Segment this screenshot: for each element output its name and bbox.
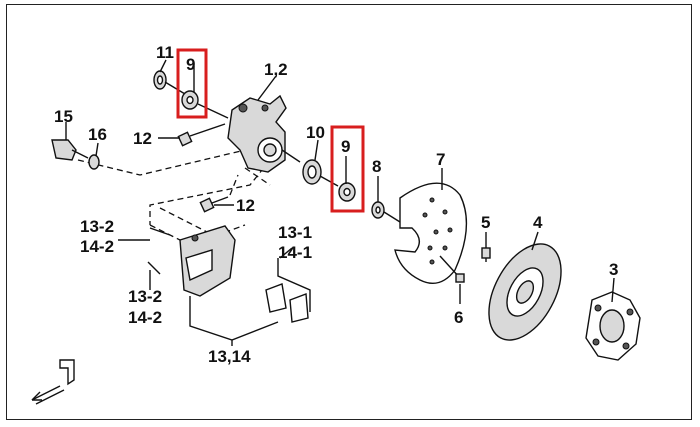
caliper-part-13-14 bbox=[147, 225, 236, 297]
bolt-part-5 bbox=[481, 247, 491, 262]
callout-6: 6 bbox=[454, 308, 463, 327]
callout-15: 15 bbox=[54, 107, 73, 126]
callout-9-lower: 9 bbox=[341, 137, 350, 156]
callout-11: 11 bbox=[156, 43, 174, 62]
callout-5: 5 bbox=[481, 213, 490, 232]
washer-part-11 bbox=[153, 70, 186, 95]
bolt-part-15 bbox=[51, 139, 89, 161]
bushing-part-9-upper bbox=[181, 90, 229, 119]
diagram-frame bbox=[6, 4, 692, 420]
callout-4: 4 bbox=[533, 213, 543, 232]
leader-lines bbox=[65, 59, 615, 346]
callout-14-2-a: 14-2 bbox=[80, 237, 114, 256]
washer-part-8 bbox=[371, 201, 401, 223]
callout-13-14: 13,14 bbox=[208, 347, 251, 366]
callout-12-lower: 12 bbox=[236, 196, 255, 215]
disc-rotor-part-4 bbox=[488, 243, 562, 341]
callout-13-1: 13-1 bbox=[278, 223, 312, 242]
callout-13-2-b: 13-2 bbox=[128, 287, 162, 306]
callout-13-2-a: 13-2 bbox=[80, 217, 114, 236]
brake-shield-part-7 bbox=[394, 182, 468, 284]
callout-12-upper: 12 bbox=[133, 129, 152, 148]
callout-16: 16 bbox=[88, 125, 107, 144]
highlight-box-9-lower bbox=[330, 125, 365, 213]
knuckle-part-1-2 bbox=[227, 94, 301, 173]
washer-part-16 bbox=[88, 154, 100, 170]
brake-pads-part-13-1 bbox=[265, 258, 311, 323]
callout-7: 7 bbox=[436, 150, 445, 169]
highlight-box-9-upper bbox=[176, 48, 208, 119]
callout-10: 10 bbox=[306, 123, 325, 142]
callout-3: 3 bbox=[609, 260, 618, 279]
callout-14-2-b: 14-2 bbox=[128, 308, 162, 327]
callout-9-upper: 9 bbox=[186, 55, 195, 74]
bolt-part-12-lower bbox=[199, 196, 229, 213]
bushing-part-9-lower bbox=[338, 182, 356, 202]
direction-arrow-icon bbox=[31, 359, 75, 405]
callout-1-2: 1,2 bbox=[264, 60, 288, 79]
bolt-part-6 bbox=[439, 255, 465, 283]
bearing-part-10 bbox=[302, 159, 339, 187]
bolt-part-12-upper bbox=[177, 123, 226, 147]
callout-8: 8 bbox=[372, 157, 381, 176]
callout-14-1: 14-1 bbox=[278, 243, 312, 262]
hub-part-3 bbox=[585, 291, 641, 361]
